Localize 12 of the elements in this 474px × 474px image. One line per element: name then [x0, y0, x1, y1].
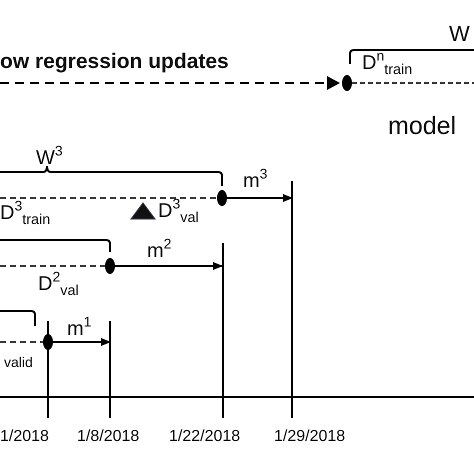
- interval-label: m$^{2}$: [147, 240, 172, 262]
- date-label: 1/29/2018: [274, 428, 346, 446]
- date-label: 1/2018: [0, 428, 49, 446]
- model-label: model: [388, 113, 456, 140]
- interval-label: m$^{1}$: [67, 318, 92, 340]
- bracket-label: W: [449, 22, 470, 46]
- date-label: 1/8/2018: [77, 428, 140, 446]
- timeline-title: ow regression updates: [0, 50, 229, 74]
- bracket-label: W$^{3}$: [36, 147, 63, 169]
- date-label: 1/22/2018: [169, 428, 240, 446]
- interval-label: m$^{3}$: [243, 170, 268, 192]
- interval-label: valid: [4, 355, 33, 370]
